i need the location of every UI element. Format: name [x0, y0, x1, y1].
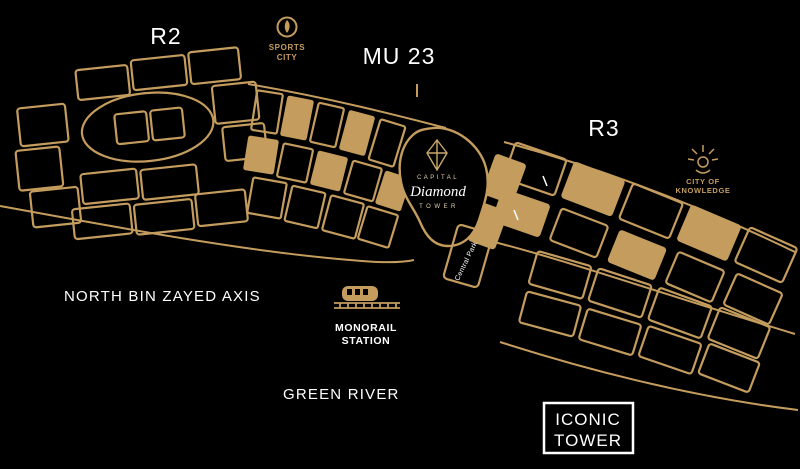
central-park-parcel [442, 223, 494, 289]
sports-city-label-1: SPORTS [269, 43, 306, 52]
parcel [113, 110, 150, 146]
parcel [321, 194, 365, 240]
parcel [16, 102, 70, 148]
parcel [310, 150, 348, 192]
diamond-icon [426, 138, 448, 172]
road [0, 205, 415, 264]
south-cluster-parcels [518, 250, 771, 393]
parcel [665, 251, 725, 303]
monorail-station: MONORAIL STATION [334, 286, 400, 347]
monorail-icon [334, 286, 400, 309]
parcel [707, 306, 771, 360]
parcel-mark [513, 209, 519, 221]
parcel [14, 145, 65, 192]
parcel [129, 54, 189, 92]
iconic-tower-label-1: ICONIC [555, 410, 621, 429]
parcel [561, 161, 625, 217]
iconic-tower: ICONIC TOWER [542, 401, 635, 455]
parcel [638, 325, 702, 375]
parcel [246, 176, 288, 220]
road [247, 83, 447, 129]
parcel [250, 89, 284, 135]
parcel [697, 343, 761, 393]
parcel [283, 184, 327, 230]
parcel [194, 188, 249, 228]
city-of-knowledge: CITY OF KNOWLEDGE [676, 145, 731, 195]
parcel [210, 80, 261, 125]
tower-plot-outline [398, 126, 489, 248]
mid-strip-parcels [243, 89, 411, 249]
district-label-mu23: MU 23 [363, 43, 436, 69]
parcel [647, 287, 713, 339]
parcel [79, 167, 140, 206]
city-of-knowledge-label-2: KNOWLEDGE [676, 186, 731, 195]
monorail-station-label-1: MONORAIL [335, 322, 397, 334]
logo-tower: TOWER [419, 204, 459, 210]
parcel [734, 226, 798, 284]
parcel [187, 46, 242, 86]
logo-diamond: Diamond [409, 184, 466, 200]
parcel [723, 273, 783, 325]
parcel [132, 198, 196, 236]
parcel [280, 95, 314, 141]
parcel [607, 230, 667, 280]
parcel [343, 159, 383, 203]
parcel [243, 135, 279, 175]
parcel [149, 106, 186, 142]
city-of-knowledge-label-1: CITY OF [686, 177, 720, 186]
parcel [518, 290, 582, 338]
parcel [28, 185, 83, 229]
sports-city: SPORTS CITY [269, 16, 306, 62]
road [503, 141, 796, 253]
monorail-station-label-2: STATION [342, 335, 391, 347]
parcel [677, 205, 741, 261]
parcel [482, 154, 526, 204]
iconic-tower-label-2: TOWER [554, 431, 622, 450]
north-bin-zayed-axis-label: NORTH BIN ZAYED AXIS [64, 288, 261, 305]
roads [0, 83, 799, 411]
district-r2-parcels [14, 46, 269, 241]
parcel [276, 142, 314, 184]
road [499, 341, 799, 411]
parcel [578, 308, 642, 356]
sports-city-icon [276, 16, 298, 38]
parcel [71, 202, 134, 241]
iconic-tower-box [542, 401, 635, 455]
logo-capital: CAPITAL [417, 175, 459, 181]
loop-road [80, 91, 215, 163]
parcel-mark [542, 175, 548, 187]
sports-city-label-2: CITY [277, 53, 298, 62]
sports-city-icon-flame [284, 20, 290, 33]
green-river-label: GREEN RIVER [283, 386, 400, 403]
parcel [367, 118, 407, 168]
district-label-r2: R2 [150, 23, 181, 49]
parcel [139, 163, 200, 201]
road [485, 239, 796, 335]
parcel [618, 183, 684, 239]
parcel [309, 101, 345, 149]
central-park-label: Central Park [454, 241, 479, 282]
parcel [549, 207, 609, 259]
parcel [587, 267, 653, 319]
knowledge-lamp-icon [687, 145, 719, 174]
parcel [528, 250, 592, 300]
tower-site: Central Park [398, 126, 526, 289]
r3-band-parcels [492, 141, 798, 325]
parcel [339, 110, 375, 156]
district-label-r3: R3 [588, 115, 619, 141]
parcel [74, 64, 131, 101]
parcel [357, 205, 399, 249]
capital-diamond-tower-logo: CAPITAL Diamond TOWER [409, 138, 466, 210]
